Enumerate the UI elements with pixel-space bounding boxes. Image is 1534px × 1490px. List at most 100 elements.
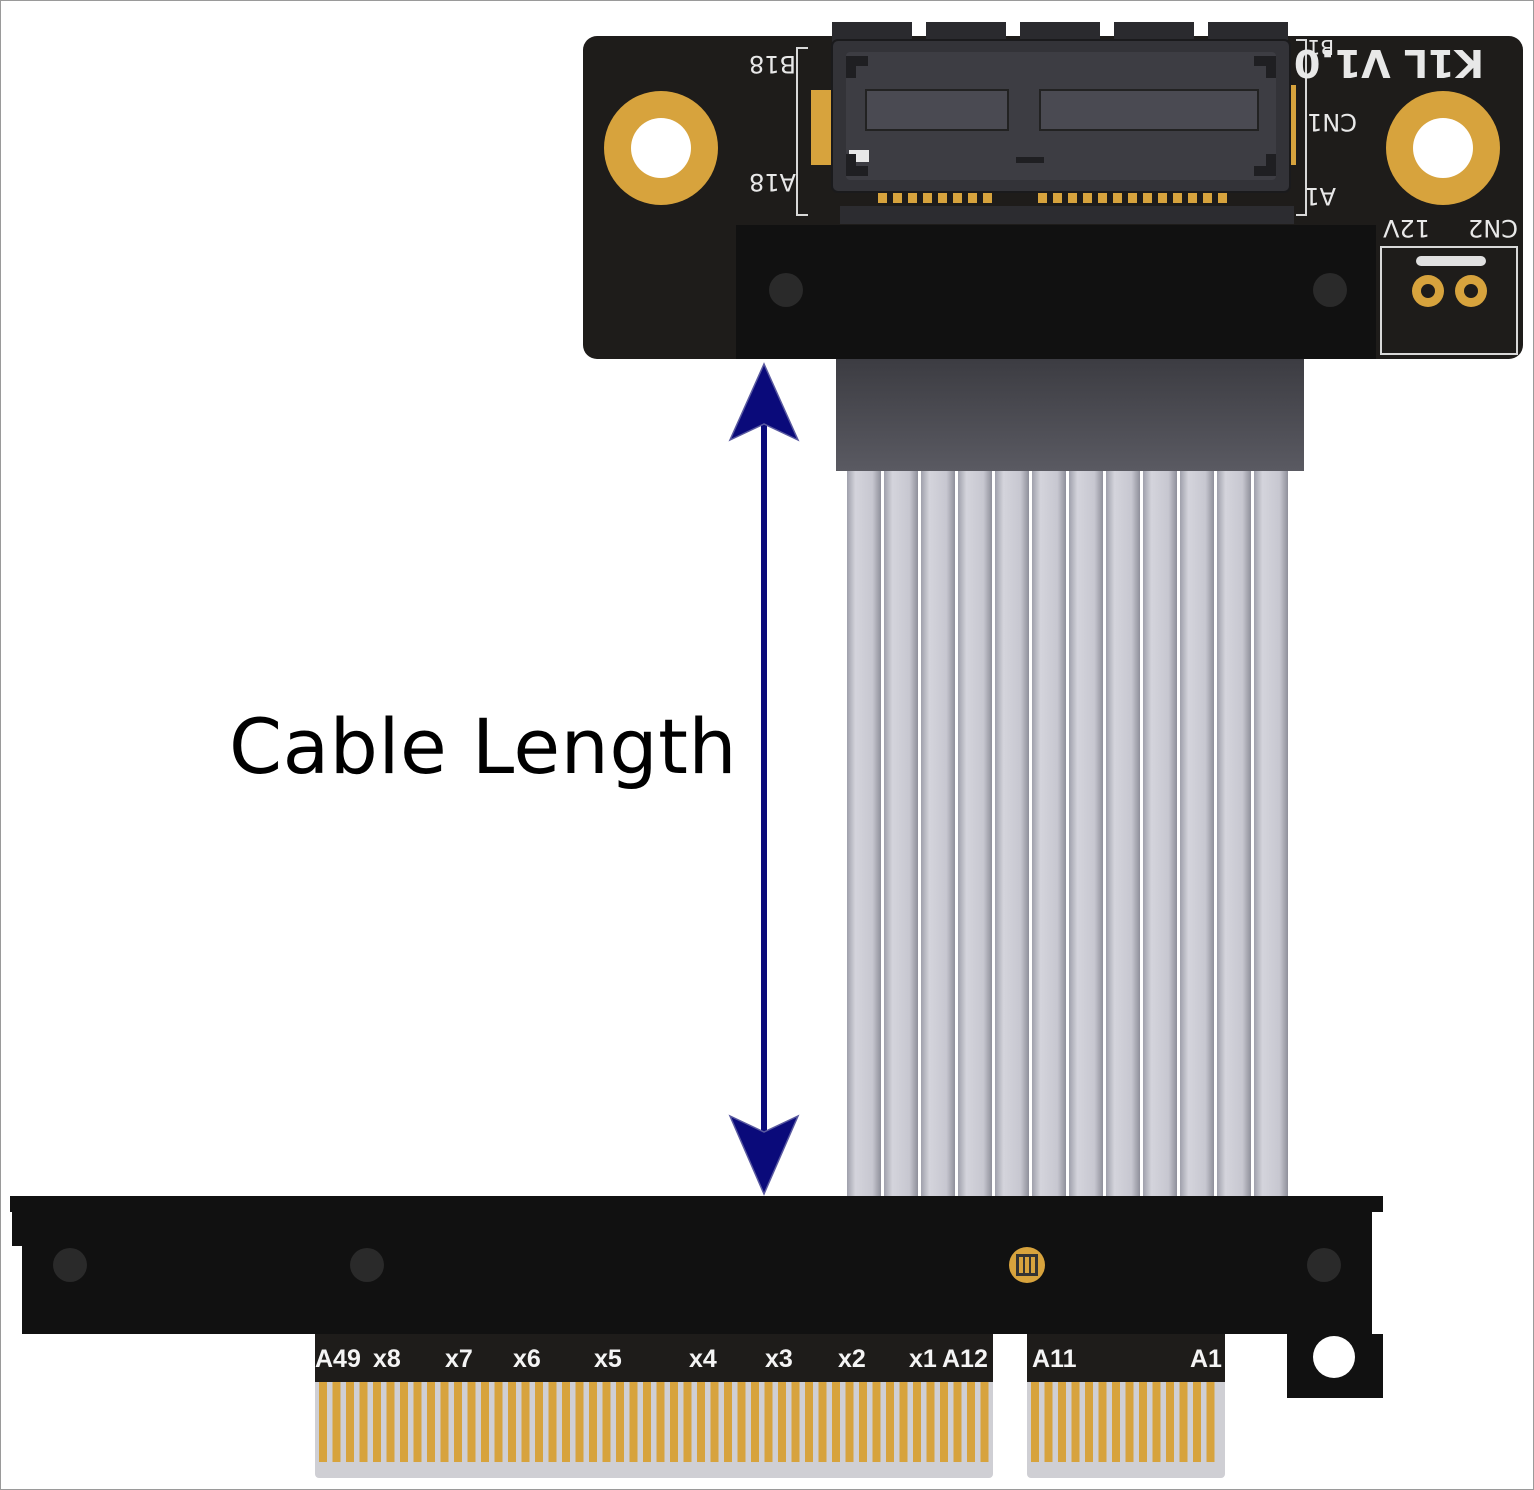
ribbon-strip — [1217, 471, 1251, 1196]
gold-finger — [332, 1382, 341, 1462]
gold-finger — [859, 1382, 867, 1462]
gold-finger — [400, 1382, 408, 1462]
cn1-label: CN1 — [1307, 108, 1357, 136]
solder-pad — [953, 193, 962, 203]
ribbon-strip — [1069, 471, 1103, 1196]
edge-label-x1: x1 — [909, 1345, 937, 1373]
gold-finger — [562, 1382, 570, 1462]
solder-pad — [893, 193, 902, 203]
gold-finger — [724, 1382, 732, 1462]
gold-finger — [616, 1382, 624, 1462]
solder-pad — [1098, 193, 1107, 203]
gold-finger — [1085, 1382, 1093, 1462]
gold-finger — [683, 1382, 692, 1462]
gold-finger — [454, 1382, 462, 1462]
solder-pad — [938, 193, 947, 203]
bracket-hole — [1313, 1336, 1355, 1378]
solder-pad — [1158, 193, 1167, 203]
gold-finger — [697, 1382, 705, 1462]
mount-hole-left — [604, 91, 718, 205]
ribbon-strip — [958, 471, 992, 1196]
ribbon-cable — [836, 359, 1304, 1196]
cn2-outline — [1380, 246, 1518, 355]
gold-finger — [791, 1382, 800, 1462]
cn1-connector — [831, 22, 1294, 224]
edge-label-a49: A49 — [315, 1345, 361, 1373]
solder-pad — [1188, 193, 1197, 203]
gold-finger — [413, 1382, 422, 1462]
gold-finger — [346, 1382, 354, 1462]
ribbon-strip — [847, 471, 881, 1196]
gold-finger — [373, 1382, 381, 1462]
edge-label-x3: x3 — [765, 1345, 793, 1373]
gold-finger — [886, 1382, 894, 1462]
cn2-pin-1 — [1412, 275, 1444, 307]
pin-label-b1: B1 — [1308, 35, 1334, 59]
side-pad-left — [811, 90, 831, 165]
gold-finger — [710, 1382, 719, 1462]
ribbon-strip — [1106, 471, 1140, 1196]
edge-label-x6: x6 — [513, 1345, 541, 1373]
solder-pad — [1083, 193, 1092, 203]
cable-length-label: Cable Length — [229, 702, 738, 791]
edge-label-x4: x4 — [689, 1345, 717, 1373]
solder-pad — [1128, 193, 1137, 203]
solder-pad — [1068, 193, 1077, 203]
gold-finger — [656, 1382, 665, 1462]
solder-pad — [923, 193, 932, 203]
gold-finger — [818, 1382, 827, 1462]
gold-finger — [1098, 1382, 1107, 1462]
gold-finger — [643, 1382, 651, 1462]
ribbon-strip — [1180, 471, 1214, 1196]
gold-finger — [440, 1382, 449, 1462]
gold-finger — [1112, 1382, 1120, 1462]
cable-sleeve — [836, 359, 1304, 471]
cn2-pin-2 — [1455, 275, 1487, 307]
gold-finger — [1071, 1382, 1080, 1462]
gold-finger — [386, 1382, 395, 1462]
gold-finger — [1193, 1382, 1201, 1462]
gold-finger — [764, 1382, 773, 1462]
led-component — [1009, 1247, 1045, 1283]
solder-pad — [1038, 193, 1047, 203]
edge-label-x2: x2 — [838, 1345, 866, 1373]
ribbon-strip — [1254, 471, 1288, 1196]
gold-finger — [845, 1382, 854, 1462]
bottom-pcb: A49 x8 x7 x6 x5 x4 x3 x2 x1 A12 A11 A1 — [10, 1196, 1383, 1478]
ribbon-strip — [1032, 471, 1066, 1196]
edge-label-x7: x7 — [445, 1345, 473, 1373]
gold-finger — [751, 1382, 759, 1462]
gold-finger — [899, 1382, 908, 1462]
gold-finger — [1166, 1382, 1174, 1462]
gold-finger — [508, 1382, 516, 1462]
gold-finger — [548, 1382, 557, 1462]
gold-finger — [359, 1382, 368, 1462]
gold-finger — [1139, 1382, 1147, 1462]
gold-finger — [494, 1382, 503, 1462]
gold-finger — [805, 1382, 813, 1462]
edge-label-a12: A12 — [942, 1345, 988, 1373]
gold-finger — [535, 1382, 543, 1462]
gold-finger — [778, 1382, 786, 1462]
top-pcb: K1L V1.0 B1 B18 A18 A1 CN1 CN2 12V — [583, 22, 1523, 359]
gold-finger — [967, 1382, 975, 1462]
pin-label-a18: A18 — [749, 168, 796, 196]
gold-finger — [737, 1382, 746, 1462]
edge-label-a1: A1 — [1190, 1345, 1222, 1373]
volt-label: 12V — [1382, 214, 1430, 242]
cable-length-arrow — [728, 362, 800, 1196]
gold-finger — [670, 1382, 678, 1462]
bottom-clamp-bar — [10, 1196, 1383, 1334]
model-label: K1L V1.0 — [1294, 41, 1484, 85]
edge-label-x5: x5 — [594, 1345, 622, 1373]
gold-finger — [427, 1382, 435, 1462]
solder-pad — [1143, 193, 1152, 203]
gold-finger — [913, 1382, 921, 1462]
ribbon-strip — [884, 471, 918, 1196]
solder-pad — [1053, 193, 1062, 203]
top-clamp-bar — [736, 225, 1376, 359]
gold-finger — [1179, 1382, 1188, 1462]
gold-finger — [319, 1382, 327, 1462]
solder-pad — [1203, 193, 1212, 203]
